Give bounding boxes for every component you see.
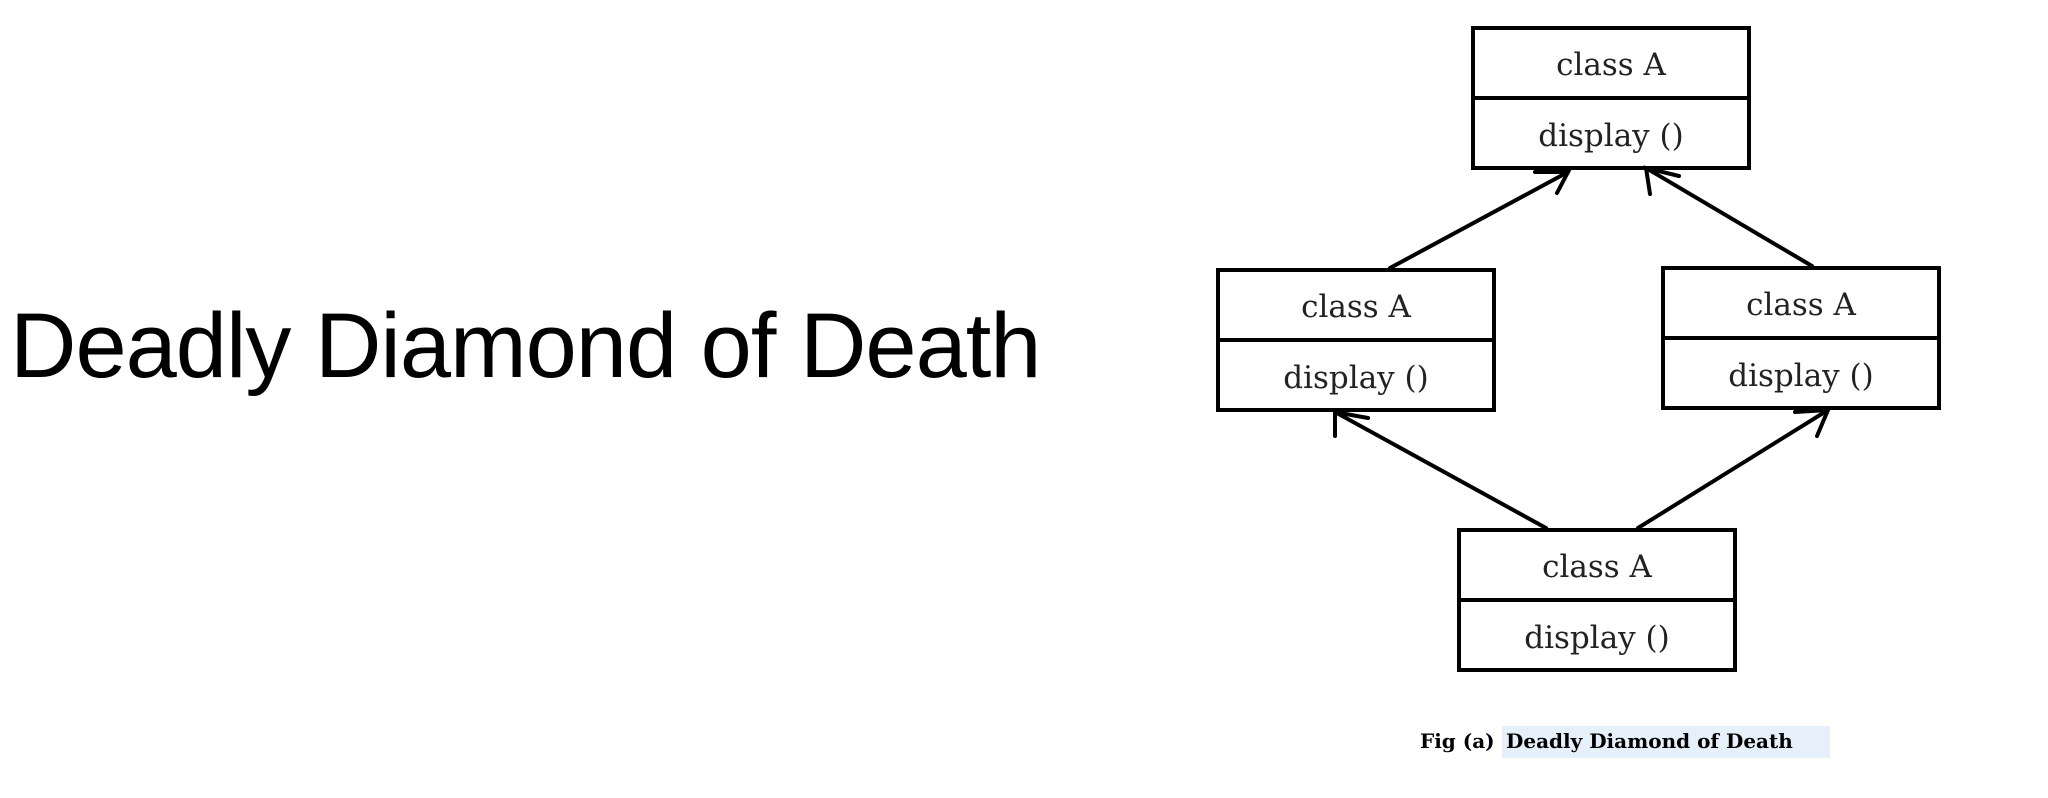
arrow-bottom-to-left xyxy=(1333,409,1548,530)
arrow-right-to-top xyxy=(1643,165,1814,268)
figure-caption: Fig (a) Deadly Diamond of Death xyxy=(1420,726,1830,758)
arrow-left-to-top xyxy=(1388,170,1572,270)
class-box-right-name: class A xyxy=(1746,287,1856,323)
class-box-bottom-name: class A xyxy=(1542,549,1652,585)
arrow-bottom-to-left-line xyxy=(1333,410,1548,530)
caption-text: Deadly Diamond of Death xyxy=(1506,729,1793,753)
arrow-left-to-top-line xyxy=(1388,170,1570,270)
arrow-bottom-to-right-line xyxy=(1636,408,1830,530)
class-box-left: class A display () xyxy=(1216,268,1496,412)
arrow-left-to-top-head xyxy=(1533,170,1572,195)
class-box-bottom-method: display () xyxy=(1524,620,1669,656)
arrow-bottom-to-right xyxy=(1636,407,1832,530)
arrow-bottom-to-right-head xyxy=(1793,407,1832,438)
caption-prefix: Fig (a) xyxy=(1420,729,1495,753)
class-box-top: class A display () xyxy=(1471,26,1751,170)
class-box-bottom: class A display () xyxy=(1457,528,1737,672)
class-box-right: class A display () xyxy=(1661,266,1941,410)
arrow-bottom-to-left-head xyxy=(1333,409,1370,438)
class-box-top-name: class A xyxy=(1556,47,1666,83)
class-box-left-name: class A xyxy=(1301,289,1411,325)
caption-highlight xyxy=(1502,726,1830,758)
arrow-right-to-top-head xyxy=(1643,165,1681,196)
arrow-right-to-top-line xyxy=(1644,166,1814,268)
class-box-top-method: display () xyxy=(1538,118,1683,154)
class-box-left-method: display () xyxy=(1283,360,1428,396)
slide-title: Deadly Diamond of Death xyxy=(10,295,1041,397)
class-box-right-method: display () xyxy=(1728,358,1873,394)
